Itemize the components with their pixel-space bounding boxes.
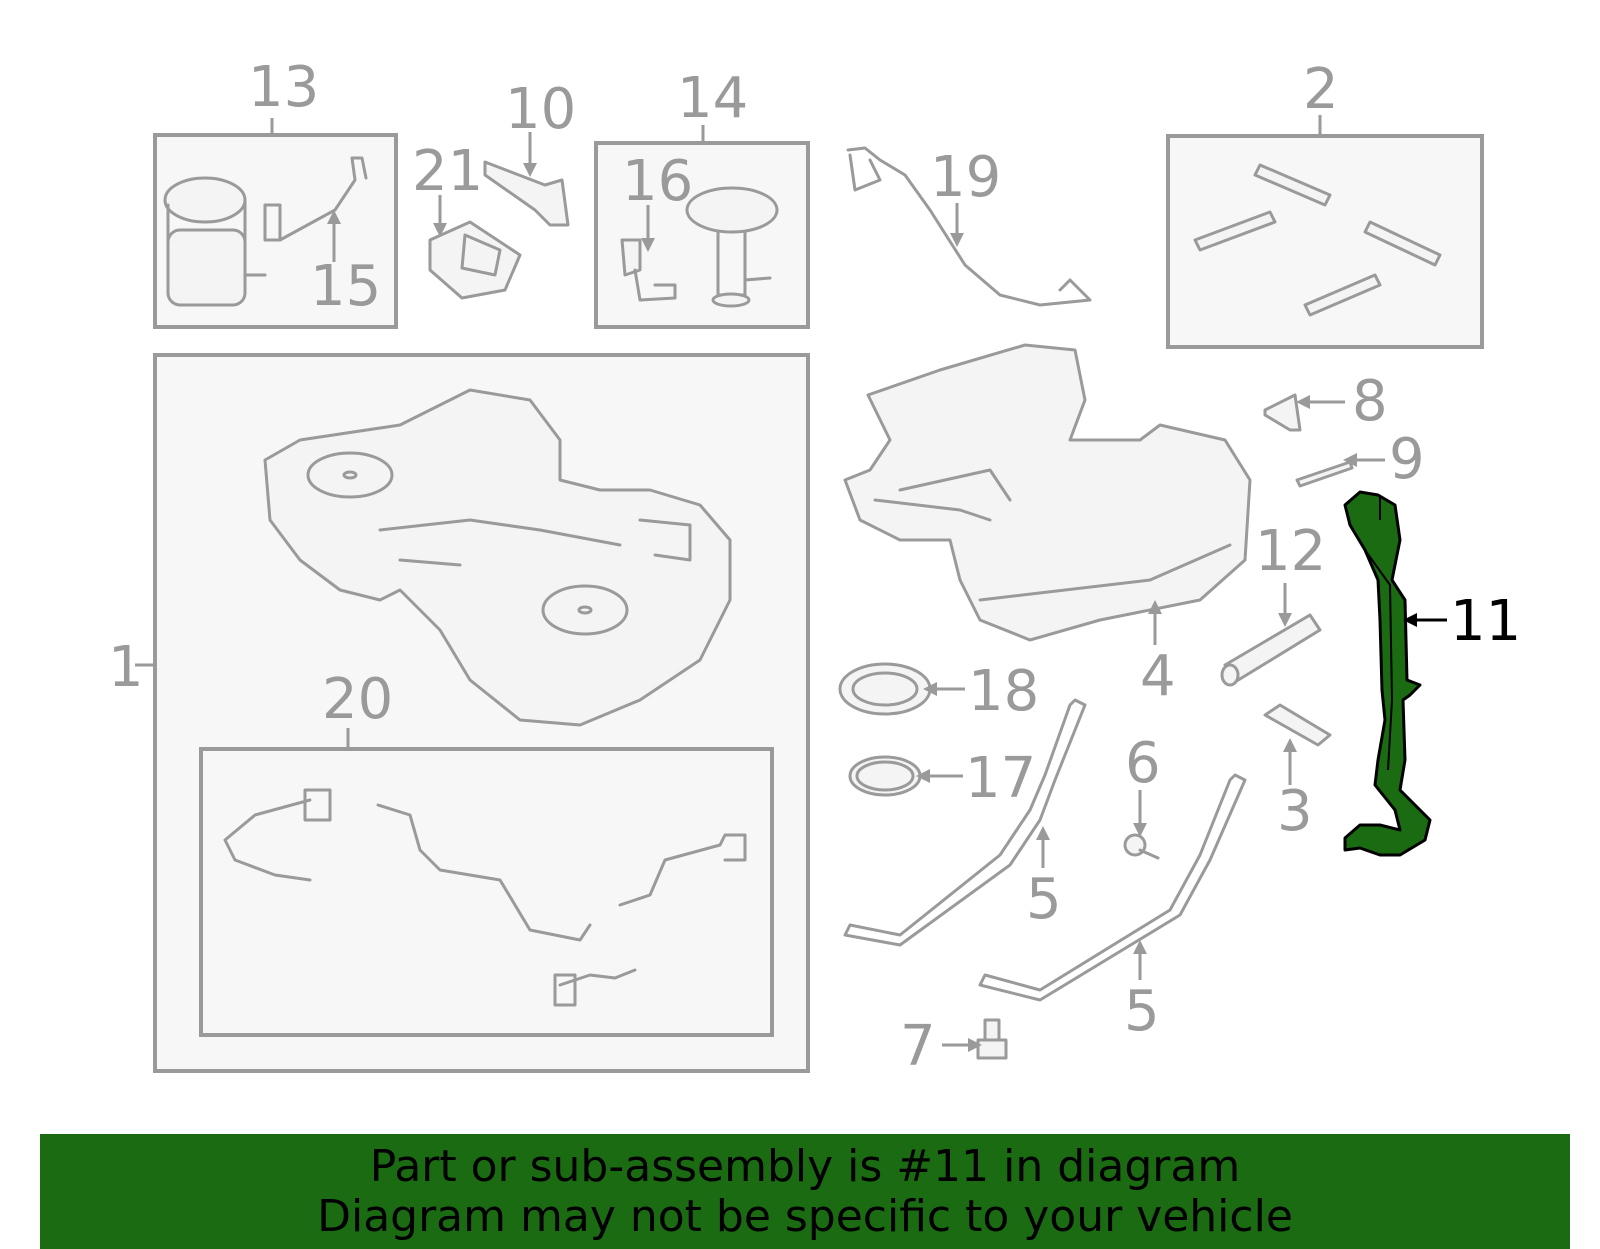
insulator-set-part-2: [1193, 163, 1442, 317]
fuel-pump-module-part-13: [163, 156, 368, 307]
footer-banner: Part or sub-assembly is #11 in diagram D…: [40, 1134, 1570, 1249]
footer-line-disclaimer: Diagram may not be specific to your vehi…: [317, 1191, 1293, 1242]
callout-16: 16: [622, 149, 693, 214]
fuel-tank-assembly-part-1: [263, 388, 732, 727]
callout-2: 2: [1303, 57, 1339, 122]
callout-11: 11: [1450, 589, 1521, 654]
callout-5a: 5: [1026, 867, 1062, 932]
bolt-part-6: [1123, 833, 1160, 860]
callout-20: 20: [322, 667, 393, 732]
clip-part-9: [1295, 460, 1354, 488]
callout-13: 13: [248, 55, 319, 120]
filler-pipe-part-11-highlighted: [1343, 490, 1432, 857]
callout-12: 12: [1255, 519, 1326, 584]
pump-assembly-part-14: [685, 186, 779, 308]
sender-unit-part-16: [620, 238, 677, 302]
callout-6: 6: [1125, 731, 1161, 796]
footer-line-part-number: Part or sub-assembly is #11 in diagram: [369, 1141, 1241, 1192]
control-module-part-21: [428, 220, 522, 300]
bolt-part-7: [976, 1018, 1008, 1060]
callout-10: 10: [505, 77, 576, 142]
callout-18: 18: [968, 659, 1039, 724]
insulator-part-3: [1263, 703, 1332, 747]
callout-21: 21: [412, 139, 483, 204]
leader-lines: [135, 115, 1447, 1052]
bracket-part-8: [1263, 393, 1302, 432]
vapor-line-part-19: [846, 146, 1092, 307]
callout-19: 19: [930, 145, 1001, 210]
hose-part-12: [1220, 613, 1322, 687]
callout-9: 9: [1389, 427, 1425, 492]
fuel-tank-part-4: [843, 343, 1252, 642]
callout-labels: 13 10 21 15 14 16 19 2 1 20 8 9 11 12 4 …: [108, 55, 1521, 1079]
lock-ring-part-18: [838, 662, 932, 716]
gasket-part-17: [848, 755, 922, 797]
group-box-14: [594, 141, 810, 329]
callout-17: 17: [965, 746, 1036, 811]
callout-3: 3: [1277, 779, 1313, 844]
callout-8: 8: [1352, 369, 1388, 434]
callout-7: 7: [900, 1014, 936, 1079]
tank-strap-part-5: [843, 698, 1247, 1002]
callout-4: 4: [1140, 644, 1176, 709]
callout-1: 1: [108, 635, 144, 700]
parts-diagram: 13 10 21 15 14 16 19 2 1 20 8 9 11 12 4 …: [108, 55, 1521, 1079]
callout-5b: 5: [1124, 979, 1160, 1044]
callout-15: 15: [310, 254, 381, 319]
group-box-20: [199, 747, 774, 1037]
bracket-part-10: [483, 160, 570, 227]
harness-set-part-20: [223, 788, 747, 1007]
callout-14: 14: [677, 66, 748, 131]
